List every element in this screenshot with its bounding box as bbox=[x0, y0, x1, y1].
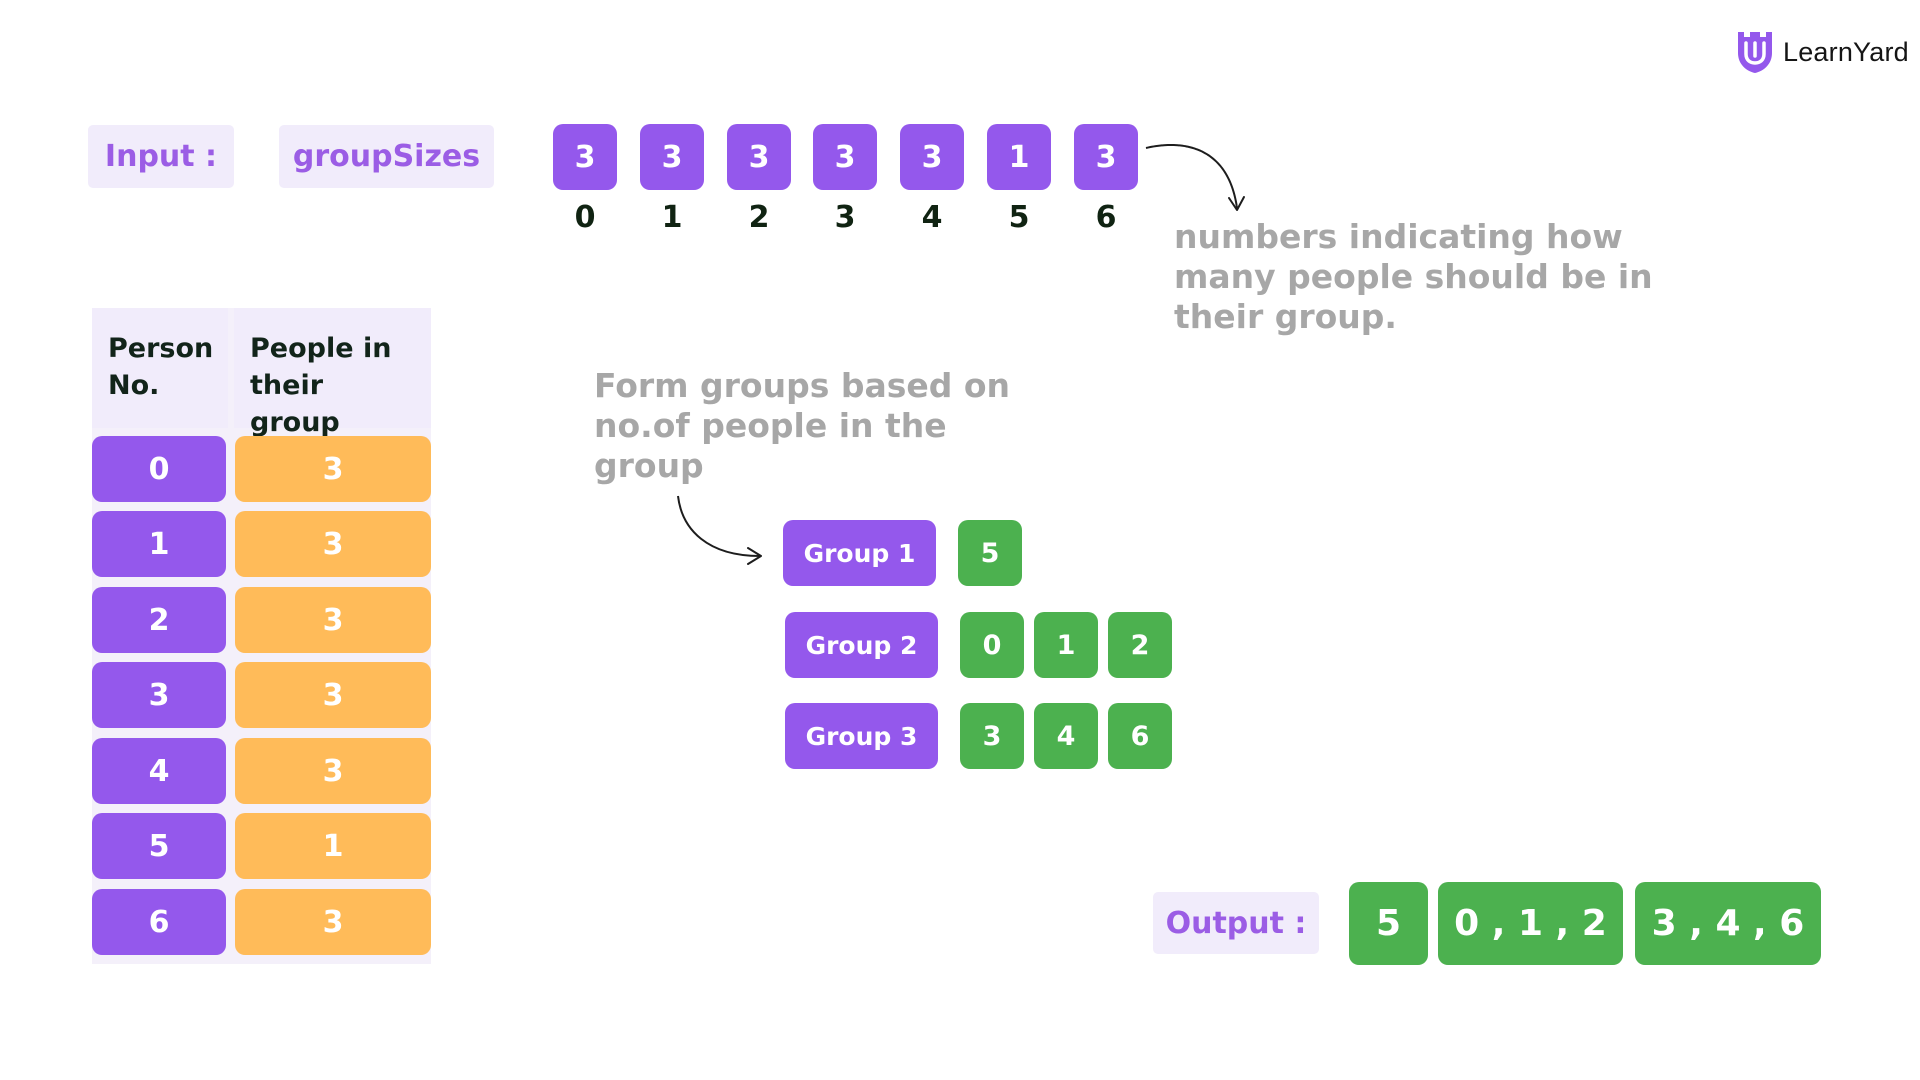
group-member: 5 bbox=[958, 520, 1022, 586]
array-index: 6 bbox=[1095, 200, 1117, 235]
input-value-box: 3 bbox=[813, 124, 877, 190]
table-cell-size: 3 bbox=[235, 889, 431, 955]
group-member: 4 bbox=[1034, 703, 1098, 769]
table-cell-size: 3 bbox=[235, 662, 431, 728]
curved-arrow-icon bbox=[1145, 143, 1245, 211]
input-value-box: 1 bbox=[987, 124, 1051, 190]
input-note: numbers indicating how many people shoul… bbox=[1174, 217, 1653, 336]
input-array-name: groupSizes bbox=[279, 125, 494, 188]
group-member: 0 bbox=[960, 612, 1024, 678]
curved-arrow-icon bbox=[677, 495, 762, 565]
table-header-person: Person No. bbox=[92, 308, 228, 428]
group-member: 6 bbox=[1108, 703, 1172, 769]
array-index: 3 bbox=[834, 200, 856, 235]
group-label: Group 2 bbox=[785, 612, 938, 678]
learnyard-shield-icon bbox=[1738, 32, 1772, 73]
input-value-box: 3 bbox=[640, 124, 704, 190]
groups-note: Form groups based on no.of people in the… bbox=[594, 366, 1011, 485]
array-index: 2 bbox=[748, 200, 770, 235]
array-index: 1 bbox=[661, 200, 683, 235]
output-group-box: 0 , 1 , 2 bbox=[1438, 882, 1623, 965]
input-value-box: 3 bbox=[553, 124, 617, 190]
table-cell-person: 1 bbox=[92, 511, 226, 577]
table-cell-size: 3 bbox=[235, 511, 431, 577]
output-group-box: 5 bbox=[1349, 882, 1428, 965]
array-index: 4 bbox=[921, 200, 943, 235]
learnyard-logo: LearnYard bbox=[1735, 27, 1909, 77]
table-cell-size: 3 bbox=[235, 738, 431, 804]
table-cell-person: 5 bbox=[92, 813, 226, 879]
array-index: 0 bbox=[574, 200, 596, 235]
table-cell-size: 3 bbox=[235, 436, 431, 502]
array-index: 5 bbox=[1008, 200, 1030, 235]
input-value-box: 3 bbox=[1074, 124, 1138, 190]
input-value-box: 3 bbox=[900, 124, 964, 190]
table-cell-person: 4 bbox=[92, 738, 226, 804]
table-cell-person: 2 bbox=[92, 587, 226, 653]
group-label: Group 3 bbox=[785, 703, 938, 769]
output-label: Output : bbox=[1153, 892, 1319, 954]
table-cell-person: 3 bbox=[92, 662, 226, 728]
table-cell-person: 6 bbox=[92, 889, 226, 955]
group-member: 1 bbox=[1034, 612, 1098, 678]
input-value-box: 3 bbox=[727, 124, 791, 190]
group-member: 2 bbox=[1108, 612, 1172, 678]
table-cell-size: 1 bbox=[235, 813, 431, 879]
output-group-box: 3 , 4 , 6 bbox=[1635, 882, 1821, 965]
table-header-people: People in their group bbox=[234, 308, 431, 438]
group-member: 3 bbox=[960, 703, 1024, 769]
input-label: Input : bbox=[88, 125, 234, 188]
table-cell-person: 0 bbox=[92, 436, 226, 502]
table-cell-size: 3 bbox=[235, 587, 431, 653]
group-label: Group 1 bbox=[783, 520, 936, 586]
logo-text: LearnYard bbox=[1783, 36, 1909, 67]
